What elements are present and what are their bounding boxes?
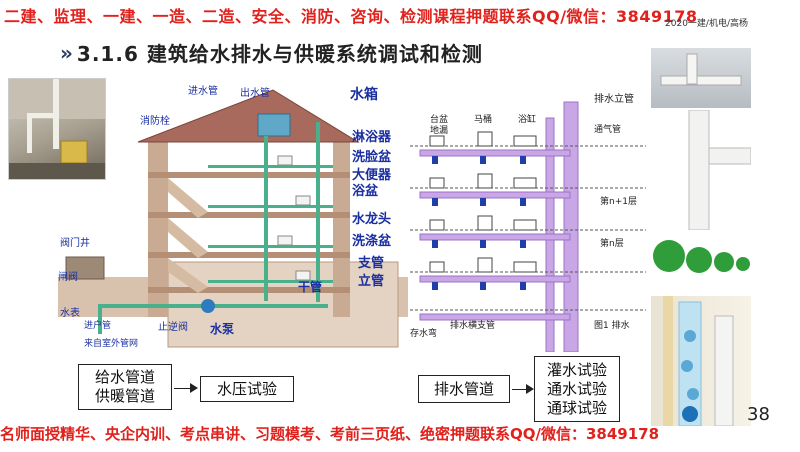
label-washbasin: 洗脸盆 (352, 150, 392, 165)
label-floor-n1: 第n+1层 (600, 197, 637, 207)
label-water-tank: 水箱 (350, 87, 378, 103)
page-title: 3.1.6 建筑给水排水与供暖系统调试和检测 (76, 42, 483, 66)
label-drain-toilet: 马桶 (474, 115, 493, 125)
pipe-elbow-drawing (660, 53, 742, 86)
label-storage-trap: 存水弯 (410, 329, 438, 339)
flow-test-text: 通水试验 (546, 379, 607, 398)
label-toilet: 大便器 (352, 168, 392, 183)
left-flow-arrow (174, 383, 198, 393)
drainage-diagram: 排水立管 通气管 台盆 地漏 马桶 浴缸 第n+1层 第n层 存水弯 排水横支管… (410, 82, 646, 353)
label-inlet-main: 进户管 (84, 321, 112, 331)
label-faucet: 水龙头 (352, 212, 392, 227)
label-floor-n: 第n层 (600, 239, 624, 249)
transparent-pipe-photo (651, 296, 751, 426)
pressure-test-box: 水压试验 (200, 376, 294, 402)
label-basin: 台盆 (430, 115, 449, 125)
supply-heating-box: 给水管道 供暖管道 (78, 364, 172, 410)
label-water-meter: 水表 (60, 308, 80, 319)
label-floor-drain: 地漏 (430, 126, 449, 136)
label-shower: 淋浴器 (352, 130, 392, 145)
drainage-svg (410, 101, 646, 353)
label-valve-well: 阀门井 (60, 238, 90, 249)
label-hydrant: 消防栓 (140, 116, 170, 127)
pipe-tee-photo (651, 110, 751, 230)
label-sink: 洗涤盆 (352, 234, 392, 249)
pipe-photo-drawing (9, 79, 105, 179)
label-main-pipe: 干管 (298, 280, 323, 294)
drain-pipe-box: 排水管道 (418, 375, 510, 403)
supply-pipe-text: 给水管道 (94, 368, 155, 386)
ball-test-text: 通球试验 (546, 398, 607, 417)
label-vent-pipe: 通气管 (594, 125, 622, 135)
label-pump: 水泵 (210, 322, 235, 336)
label-outlet-pipe: 出水管 (240, 88, 270, 99)
label-drain-riser: 排水立管 (594, 94, 634, 105)
test-balls-drawing (653, 240, 750, 273)
top-banner: 二建、监理、一建、一造、二造、安全、消防、咨询、检测课程押题联系QQ/微信：38… (4, 7, 698, 26)
right-flow-arrow (512, 384, 534, 394)
title-row: » 3.1.6 建筑给水排水与供暖系统调试和检测 (60, 38, 483, 67)
drain-tests-box: 灌水试验 通水试验 通球试验 (534, 356, 620, 422)
building-section-svg (58, 89, 408, 348)
label-inlet-pipe: 进水管 (188, 86, 218, 97)
label-drain-bathtub: 浴缸 (518, 115, 537, 125)
label-check-valve: 止逆阀 (158, 322, 188, 333)
page-number: 38 (747, 404, 770, 425)
heating-pipe-text: 供暖管道 (94, 387, 155, 405)
water-supply-diagram: 进水管 出水管 水箱 消防栓 淋浴器 洗脸盆 大便器 浴盆 水龙头 洗涤盆 支管… (58, 82, 408, 352)
figure-caption: 图1 排水 (594, 321, 630, 331)
chevron-icon: » (60, 40, 73, 65)
course-tag: 2020一建/机电/高杨 (665, 19, 748, 29)
label-bathtub: 浴盆 (352, 184, 379, 199)
label-from-municipal: 来自室外管网 (84, 339, 139, 349)
label-riser-pipe: 立管 (358, 274, 385, 289)
construction-photo (8, 78, 106, 180)
test-balls-photo (651, 232, 751, 294)
transparent-pipe-drawing (663, 296, 734, 426)
label-gate-valve: 闸阀 (58, 272, 78, 283)
fill-test-text: 灌水试验 (546, 360, 607, 379)
pipe-tee-drawing (688, 110, 751, 230)
label-branch-pipe: 支管 (358, 256, 385, 271)
bottom-banner: 名师面授精华、央企内训、考点串讲、习题模考、考前三页纸、绝密押题联系QQ/微信：… (0, 425, 660, 443)
drain-pipe-text: 排水管道 (433, 379, 494, 398)
label-drain-branch: 排水横支管 (450, 321, 496, 331)
pipe-elbow-photo (651, 48, 751, 108)
pressure-test-text: 水压试验 (216, 379, 277, 398)
